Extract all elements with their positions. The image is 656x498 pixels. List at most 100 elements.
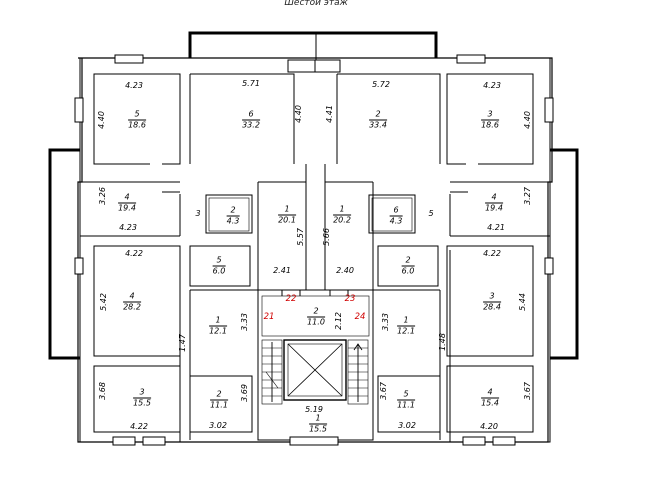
room-area: 19.4 (485, 203, 503, 213)
dimension-label: 3.67 (379, 382, 388, 400)
dimension-label: 5.42 (99, 293, 108, 311)
dimension-label: 4.23 (125, 81, 143, 90)
room-number: 4 (123, 292, 141, 303)
dimension-label: 5.44 (518, 293, 527, 311)
dimension-label: 3 (195, 209, 201, 218)
left-balcony (48, 148, 80, 360)
room-number: 6 (389, 206, 403, 217)
room-number: 3 (133, 388, 151, 399)
dimension-label: 3.26 (98, 187, 107, 205)
room-number: 2 (307, 307, 325, 318)
dimension-label: 4.21 (487, 223, 505, 232)
dimension-label: 4.22 (125, 249, 143, 258)
room-number: 2 (401, 256, 415, 267)
room-area: 18.6 (481, 120, 499, 130)
room-number: 4 (118, 193, 136, 204)
room-number: 6 (242, 110, 260, 121)
room-area: 33.4 (369, 120, 387, 130)
room-area: 18.6 (128, 120, 146, 130)
dimension-label: 3.02 (398, 421, 416, 430)
room-number: 1 (278, 205, 296, 216)
room-number: 4 (485, 193, 503, 204)
dimension-label: 3.69 (240, 384, 249, 402)
room-area: 33.2 (242, 120, 260, 130)
dimension-label: 5.19 (305, 405, 323, 414)
dimension-label: 5.71 (242, 79, 260, 88)
room-number: 2 (210, 390, 228, 401)
dimension-label: 3.33 (240, 313, 249, 331)
room-number: 5 (212, 256, 226, 267)
room-number: 1 (209, 316, 227, 327)
dimension-label: 4.41 (325, 105, 334, 123)
red-marker-label: 22 (285, 293, 297, 304)
right-staircase (347, 339, 369, 405)
room-area: 11.1 (397, 400, 415, 410)
dimension-label: 5.57 (296, 228, 305, 246)
room-area: 28.4 (483, 302, 501, 312)
red-marker-label: 21 (263, 311, 275, 322)
red-marker-label: 24 (354, 311, 366, 322)
dimension-label: 4.22 (130, 422, 148, 431)
room-number: 3 (483, 292, 501, 303)
dimension-label: 3.33 (381, 313, 390, 331)
room-area: 20.2 (333, 215, 351, 225)
room-area: 12.1 (397, 326, 415, 336)
elevator-shaft (283, 339, 347, 401)
room-number: 2 (369, 110, 387, 121)
dimension-label: 3.68 (98, 382, 107, 400)
right-balcony (550, 148, 579, 360)
dimension-label: 3.27 (523, 187, 532, 205)
room-area: 4.3 (389, 216, 403, 226)
room-number: 3 (481, 110, 499, 121)
dimension-label: 4.23 (119, 223, 137, 232)
dimension-label: 3.02 (209, 421, 227, 430)
room-number: 5 (397, 390, 415, 401)
room-area: 11.1 (210, 400, 228, 410)
room-area: 15.4 (481, 398, 499, 408)
room-number: 1 (309, 414, 327, 425)
room-number: 2 (226, 206, 240, 217)
dimension-label: 1.47 (178, 334, 187, 352)
room-number: 5 (128, 110, 146, 121)
plan-title: Шестой этаж (284, 0, 348, 8)
dimension-label: 4.22 (483, 249, 501, 258)
dimension-label: 5.72 (372, 80, 390, 89)
room-area: 15.5 (133, 398, 151, 408)
room-area: 19.4 (118, 203, 136, 213)
room-number: 4 (481, 388, 499, 399)
room-area: 4.3 (226, 216, 240, 226)
door-markers (140, 191, 490, 357)
red-marker-label: 23 (344, 293, 356, 304)
room-area: 15.5 (309, 424, 327, 434)
dimension-label: 2.41 (273, 266, 291, 275)
room-area: 6.0 (212, 266, 226, 276)
room-area: 6.0 (401, 266, 415, 276)
room-area: 12.1 (209, 326, 227, 336)
windows (74, 54, 554, 446)
room-area: 28.2 (123, 302, 141, 312)
dimension-label: 2.12 (334, 312, 343, 330)
room-number: 1 (333, 205, 351, 216)
